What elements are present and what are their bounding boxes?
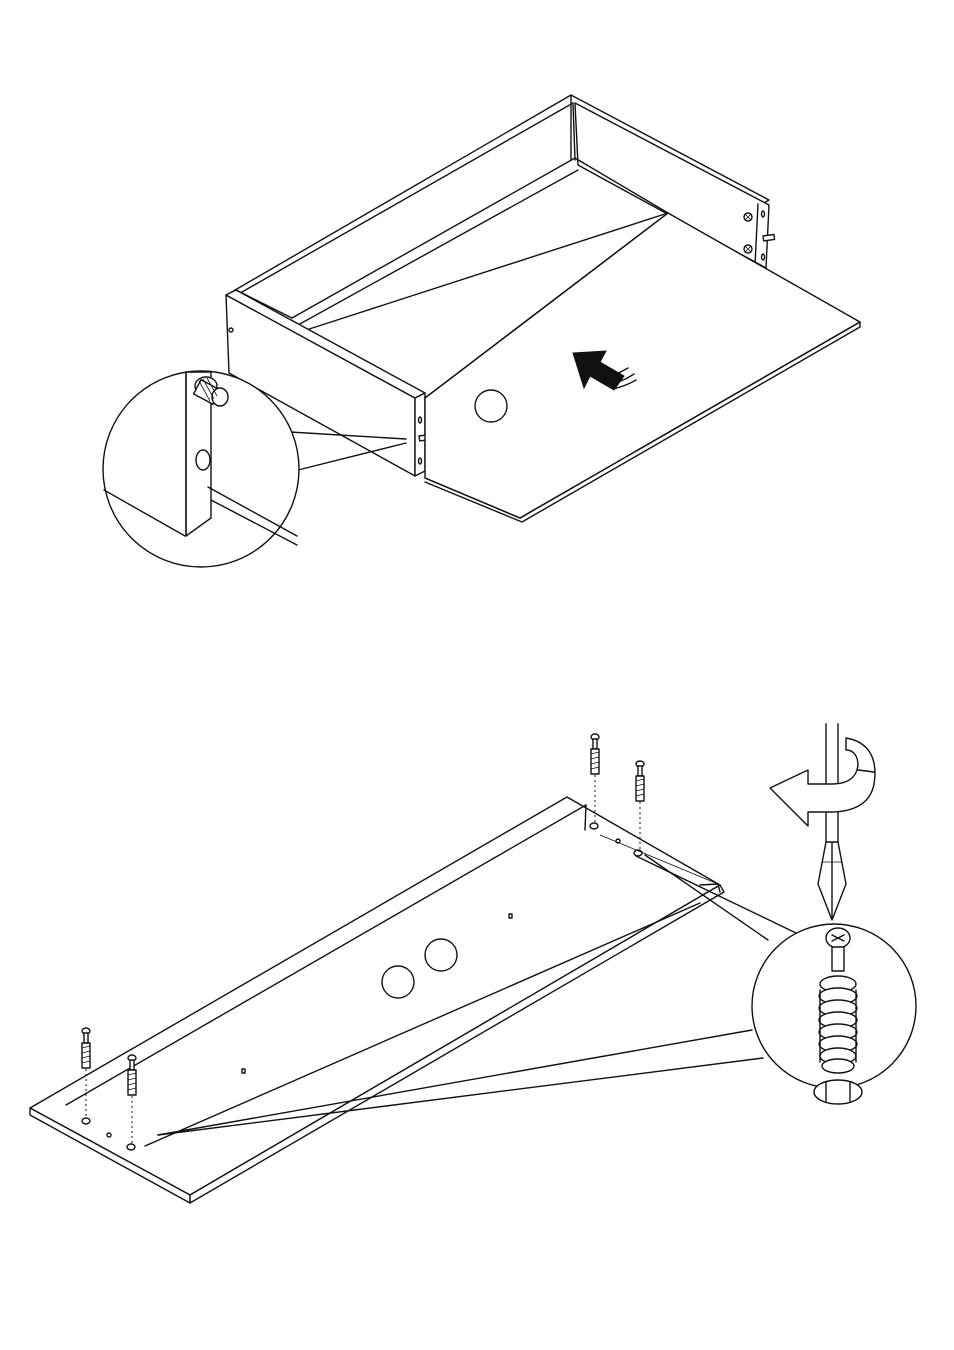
dowel-pin-icon [763,234,775,240]
cam-bolt-icon [82,1028,90,1068]
step-2-cam-bolts [30,724,916,1203]
cam-bolt-icon [591,734,599,774]
screwdriver-icon [818,724,846,920]
side-panel [30,797,724,1203]
detail-magnifier-bolt [752,924,916,1104]
step-1-drawer-assembly [103,95,860,567]
cam-bolt-icon [636,761,644,801]
rotation-arrow-icon [770,738,875,826]
